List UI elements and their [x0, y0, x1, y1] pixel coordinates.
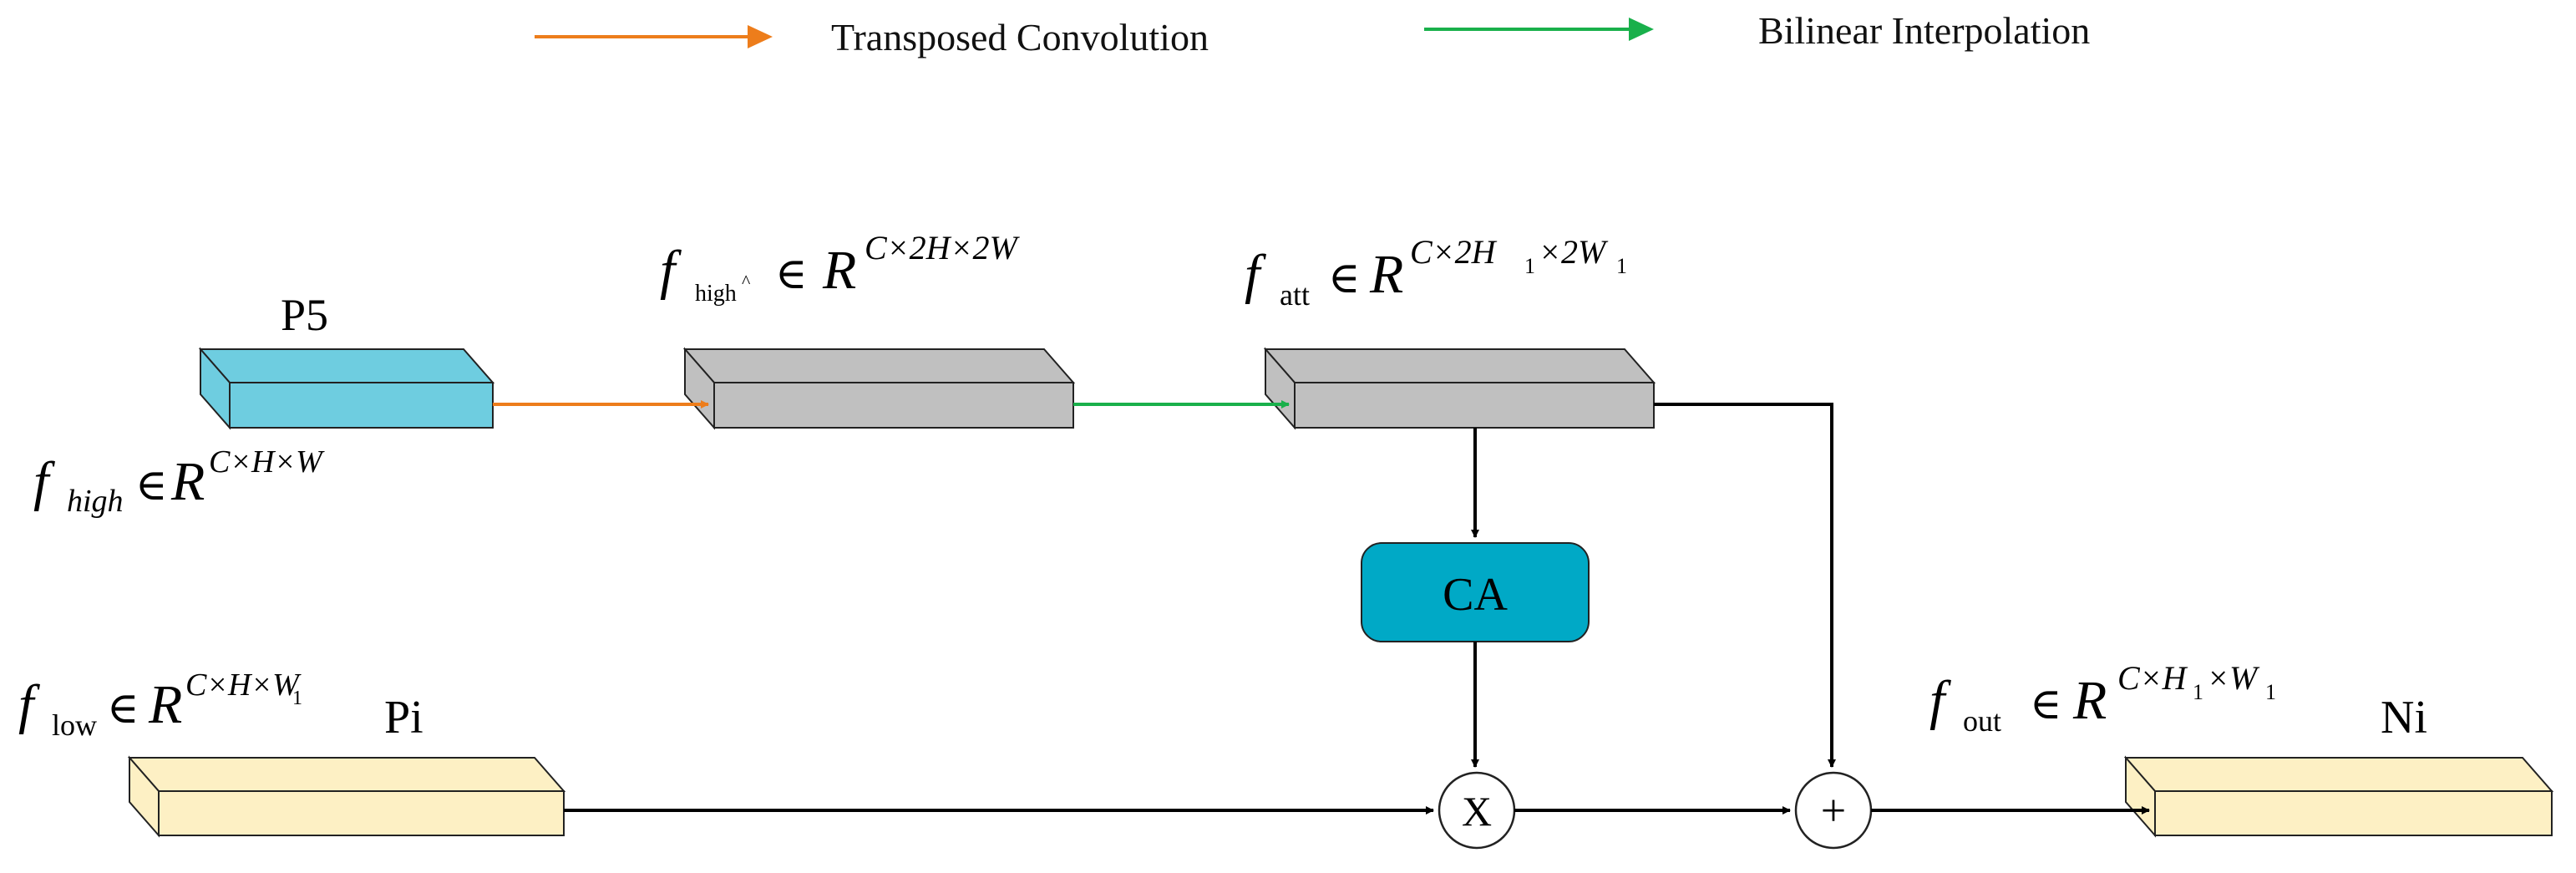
upsampled-feature-block [682, 347, 1076, 430]
f-low-sub: low [52, 708, 97, 742]
f-low-in: ∈ [107, 685, 139, 733]
f-att-sub: att [1280, 278, 1310, 312]
f-high-f: f [33, 451, 55, 512]
f-out-sup-sub1: 1 [2193, 680, 2203, 704]
p5-label: P5 [281, 290, 328, 340]
add-symbol: + [1821, 785, 1846, 835]
f-att-f: f [1245, 244, 1266, 305]
f-out-sup-mid: ×W [2207, 659, 2260, 697]
f-att-R: R [1369, 244, 1403, 305]
f-highup-in: ∈ [775, 251, 808, 298]
formula-f-low: f low ∈ R C×H×W 1 [18, 667, 302, 742]
f-out-R: R [2072, 670, 2107, 731]
f-highup-hat: ^ [742, 271, 751, 292]
f-high-in: ∈ [135, 462, 168, 510]
f-out-sup-sub2: 1 [2265, 680, 2276, 704]
formula-f-high-upsampled: f high ^ ∈ R C×2H×2W [660, 229, 1021, 307]
f-att-sup: C×2H [1410, 233, 1498, 271]
f-low-sup-sub: 1 [292, 688, 302, 709]
multiply-symbol: X [1462, 788, 1492, 835]
legend-bilinear-arrow [1424, 18, 1654, 41]
f-low-R: R [148, 674, 182, 735]
f-high-sub: high [67, 484, 124, 519]
f-out-f: f [1929, 670, 1951, 731]
f-highup-f: f [660, 240, 682, 301]
f-out-sub: out [1963, 704, 2001, 738]
f-highup-sup: C×2H×2W [865, 229, 1021, 266]
legend-transposed-arrow [535, 25, 773, 48]
f-low-f: f [18, 674, 40, 735]
formula-f-att: f att ∈ R C×2H 1 ×2W 1 [1245, 233, 1627, 312]
legend-bilinear-label: Bilinear Interpolation [1758, 9, 2090, 52]
f-out-sup: C×H [2117, 659, 2188, 697]
pi-block [127, 755, 566, 838]
legend-transposed-label: Transposed Convolution [831, 16, 1209, 58]
f-att-in: ∈ [1328, 255, 1361, 302]
f-att-sup-sub1: 1 [1524, 254, 1535, 278]
f-highup-R: R [822, 240, 856, 301]
f-out-in: ∈ [2030, 681, 2062, 728]
f-high-sup: C×H×W [209, 444, 325, 480]
f-low-sup: C×H×W [185, 667, 302, 703]
f-att-sup-sub2: 1 [1616, 254, 1627, 278]
formula-f-out: f out ∈ R C×H 1 ×W 1 [1929, 659, 2276, 738]
f-highup-sub: high [695, 281, 737, 307]
f-att-sup-mid: ×2W [1539, 233, 1609, 271]
att-skip-path [1654, 403, 1836, 768]
pi-label: Pi [384, 692, 423, 744]
ca-label: CA [1443, 569, 1508, 621]
f-high-R: R [170, 451, 205, 512]
ni-label: Ni [2381, 692, 2427, 744]
ni-block [2123, 755, 2554, 838]
legend: Transposed Convolution Bilinear Interpol… [535, 9, 2090, 58]
attention-feature-block [1263, 347, 1656, 430]
formula-f-high: f high ∈ R C×H×W [33, 444, 325, 519]
p5-block [198, 347, 495, 430]
